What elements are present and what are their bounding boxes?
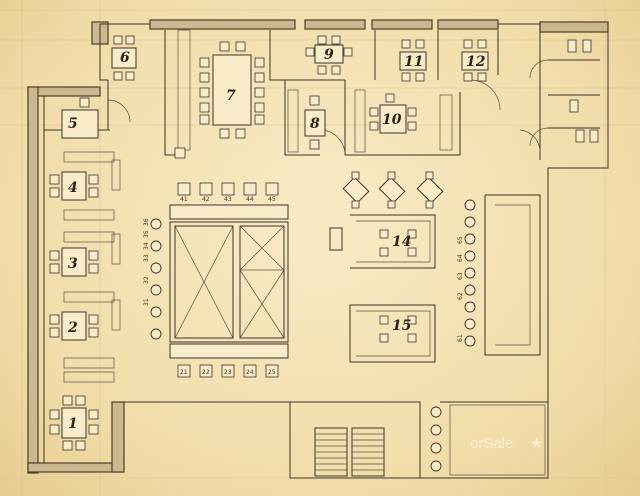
two-top-tables [342,171,444,209]
table-9-group [305,35,353,75]
label-table-5: 5 [68,116,78,132]
interior-partitions [107,29,541,156]
seat-number: 61 [457,334,464,342]
booth-chairs [379,229,417,343]
seat-number: 64 [457,254,464,262]
bottom-row-stools [177,364,279,378]
exterior-walls [27,19,609,474]
seat-number: 32 [143,276,150,284]
label-table-4: 4 [68,180,78,196]
seat-number: 31 [143,298,150,306]
label-table-15: 15 [392,318,411,334]
watermark-star-icon: ★ [530,435,543,452]
label-table-3: 3 [68,256,78,272]
seat-number: 24 [246,369,254,376]
table-3-group [49,231,121,277]
table-6-group [111,35,137,81]
label-table-9: 9 [324,47,334,63]
top-row-seat-numbers: 41 42 43 44 45 [180,196,276,203]
seat-number: 44 [246,196,254,203]
label-table-11: 11 [404,54,423,70]
label-table-1: 1 [68,416,78,432]
restrooms [529,39,600,147]
seat-number: 63 [457,272,464,280]
table-2-group [49,291,121,383]
bottom-row-seat-numbers: 21 22 23 24 25 [180,369,276,376]
booth-15 [349,304,436,363]
watermark: orSale [470,435,513,452]
table-12-group [461,39,489,82]
table-10-group [369,93,417,134]
top-row-stools [177,182,279,196]
wall-outlines [43,22,609,479]
bar-seat-numbers: 61 62 63 64 65 [457,236,464,342]
table-8-group [304,95,326,150]
label-table-7: 7 [226,88,236,104]
seat-number: 65 [457,236,464,244]
elevator-core [169,204,289,359]
seat-number: 35 [143,230,150,238]
table-7-group [199,41,265,139]
label-table-12: 12 [466,54,486,70]
seat-number: 23 [224,369,232,376]
seat-number: 22 [202,369,210,376]
seat-number: 62 [457,292,464,300]
seat-number: 43 [224,196,232,203]
left-column-stools [150,218,162,340]
seat-number: 45 [268,196,276,203]
table-4-group [49,151,121,221]
seat-number: 41 [180,196,188,203]
seat-number: 25 [268,369,276,376]
label-table-6: 6 [120,50,130,66]
seat-number: 33 [143,254,150,262]
table-11-group [399,39,427,82]
stairs [314,427,385,477]
seat-number: 34 [143,242,150,250]
left-column-seat-numbers: 31 32 33 34 35 36 [143,218,150,306]
front-stools [174,147,186,159]
seat-number: 42 [202,196,210,203]
label-table-14: 14 [392,234,411,250]
label-table-2: 2 [67,320,78,336]
seat-number: 21 [180,369,188,376]
seat-number: 36 [143,218,150,226]
label-table-8: 8 [310,116,320,132]
bar-stools [430,199,476,472]
bar-counter [449,194,546,476]
table-1-group [49,395,99,451]
label-table-10: 10 [382,112,402,128]
table-5-group [61,97,99,139]
booth-14 [329,214,436,269]
